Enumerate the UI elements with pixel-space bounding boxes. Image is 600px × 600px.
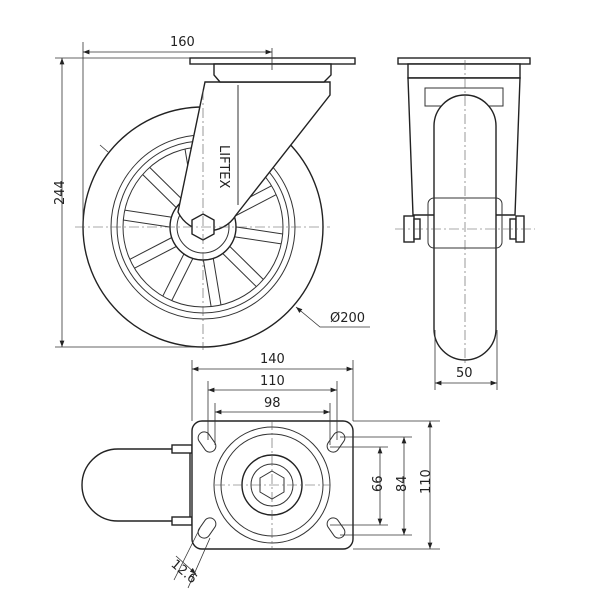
mounting-slots	[197, 431, 346, 539]
spoke-line	[162, 254, 185, 297]
dim-98: 98	[264, 396, 281, 411]
spoke-line	[149, 166, 184, 201]
spoke-line	[171, 258, 194, 301]
dim-244: 244	[53, 180, 68, 205]
spoke-line	[134, 246, 177, 269]
dim-110-x: 110	[260, 374, 285, 389]
dim-160: 160	[170, 35, 195, 50]
spoke-line	[142, 174, 177, 208]
dim-84: 84	[395, 475, 410, 492]
spoke-line	[222, 253, 257, 288]
dim-diameter: Ø200	[330, 311, 365, 326]
spoke-line	[129, 237, 172, 260]
logo: LIFTEX	[216, 145, 231, 188]
dim-12-6: 12.6	[168, 557, 200, 587]
spoke-line	[234, 236, 282, 245]
dim-66: 66	[371, 475, 386, 492]
spoke-line	[229, 246, 264, 280]
spoke-line	[202, 260, 212, 307]
spoke-line	[124, 209, 172, 218]
dim-110-y: 110	[419, 469, 434, 494]
dim-50: 50	[456, 366, 473, 381]
spoke-line	[236, 226, 283, 235]
spoke-line	[123, 219, 170, 228]
side-view: LIFTEX 160 244 Ø200	[53, 35, 370, 350]
top-plate	[189, 57, 356, 65]
front-view: 50	[395, 57, 535, 390]
bottom-view: 140 110 98 66 84 110 12.6	[81, 352, 440, 589]
wheel-bottom	[81, 448, 191, 522]
dim-140: 140	[260, 352, 285, 367]
spoke-line	[212, 258, 222, 306]
spoke-line	[234, 194, 277, 217]
